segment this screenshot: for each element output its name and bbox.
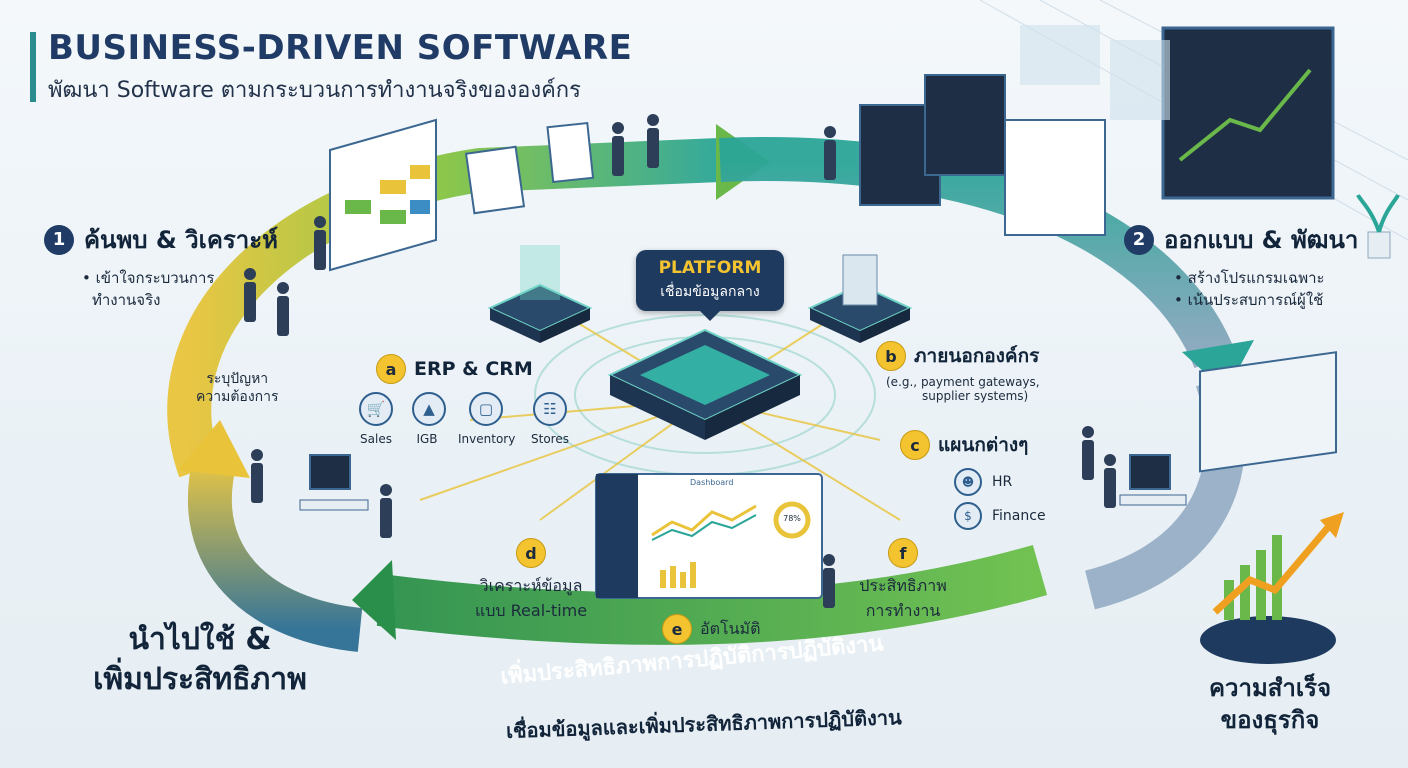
module-departments: c แผนกต่างๆ ☻ HR $ Finance xyxy=(900,430,1046,530)
module-title: แผนกต่างๆ xyxy=(938,434,1029,456)
discover-note: ระบุปัญหา ความต้องการ xyxy=(196,370,279,406)
dept-label: Finance xyxy=(992,508,1046,524)
module-letter: d xyxy=(516,538,546,568)
module-line-2: การทำงาน xyxy=(865,601,941,620)
dept-hr: ☻ HR xyxy=(900,468,1046,496)
erp-item-igb: ▲ IGB xyxy=(412,392,446,446)
module-line-1: ประสิทธิภาพ xyxy=(859,576,947,595)
erp-item-label: Stores xyxy=(531,432,569,446)
module-note: supplier systems) xyxy=(922,389,1029,403)
header: BUSINESS-DRIVEN SOFTWARE พัฒนา Software … xyxy=(30,28,632,107)
step-number: 2 xyxy=(1124,224,1154,255)
store-icon: ☷ xyxy=(533,392,567,426)
title-accent-bar xyxy=(30,32,36,102)
module-note: (e.g., payment gateways, xyxy=(886,375,1040,389)
chart-icon: ▲ xyxy=(412,392,446,426)
dashboard-gauge: 78% xyxy=(783,514,801,523)
erp-item-stores: ☷ Stores xyxy=(530,392,570,446)
dashboard-title: Dashboard xyxy=(690,478,734,487)
deploy-line-1: นำไปใช้ & xyxy=(128,622,272,657)
step-bullet: • สร้างโปรแกรมเฉพาะ xyxy=(1174,269,1325,287)
module-title: อัตโนมัติ xyxy=(700,618,761,638)
step-deploy: นำไปใช้ & เพิ่มประสิทธิภาพ xyxy=(70,620,330,700)
module-erp-crm: a ERP & CRM xyxy=(376,354,533,384)
step-number: 1 xyxy=(44,224,74,255)
erp-item-label: Sales xyxy=(360,432,392,446)
step-bullet: • เน้นประสบการณ์ผู้ใช้ xyxy=(1174,291,1324,309)
step-success: ความสำเร็จ ของธุรกิจ xyxy=(1195,672,1345,736)
module-title: ERP & CRM xyxy=(414,358,533,380)
module-letter: c xyxy=(900,430,930,460)
platform-sublabel: เชื่อมข้อมูลกลาง xyxy=(660,284,760,300)
page-title: BUSINESS-DRIVEN SOFTWARE xyxy=(48,28,633,68)
deploy-line-2: เพิ่มประสิทธิภาพ xyxy=(93,662,307,697)
step-bullet-continued: ทำงานจริง xyxy=(92,291,161,309)
success-line-2: ของธุรกิจ xyxy=(1220,706,1320,734)
platform-label: PLATFORM xyxy=(658,258,762,278)
step-design: 2 ออกแบบ & พัฒนา • สร้างโปรแกรมเฉพาะ • เ… xyxy=(1124,220,1358,311)
module-letter: e xyxy=(662,614,692,644)
central-chip xyxy=(607,328,803,440)
module-external: b ภายนอกองค์กร (e.g., payment gateways, … xyxy=(876,341,1040,403)
module-realtime-analytics: d วิเคราะห์ข้อมูล แบบ Real-time xyxy=(466,538,596,624)
module-title: ภายนอกองค์กร xyxy=(914,345,1040,367)
discover-note-line-1: ระบุปัญหา xyxy=(206,371,269,387)
module-efficiency: f ประสิทธิภาพ การทำงาน xyxy=(848,538,958,624)
cart-icon: 🛒 xyxy=(359,392,393,426)
erp-item-label: Inventory xyxy=(458,432,516,446)
box-icon: ▢ xyxy=(469,392,503,426)
step-discover: 1 ค้นพบ & วิเคราะห์ • เข้าใจกระบวนการ ทำ… xyxy=(44,220,278,311)
module-letter: f xyxy=(888,538,918,568)
finance-icon: $ xyxy=(954,502,982,530)
erp-item-sales: 🛒 Sales xyxy=(356,392,396,446)
erp-item-label: IGB xyxy=(416,432,438,446)
erp-icon-row: 🛒 Sales ▲ IGB ▢ Inventory ☷ Stores xyxy=(356,392,570,446)
erp-item-inventory: ▢ Inventory xyxy=(458,392,516,446)
dept-label: HR xyxy=(992,474,1013,490)
step-title: ค้นพบ & วิเคราะห์ xyxy=(84,226,278,254)
module-letter: a xyxy=(376,354,406,384)
success-line-1: ความสำเร็จ xyxy=(1208,674,1332,702)
module-line-2: แบบ Real-time xyxy=(474,601,588,620)
dept-finance: $ Finance xyxy=(900,502,1046,530)
module-letter: b xyxy=(876,341,906,371)
people-icon: ☻ xyxy=(954,468,982,496)
discover-note-line-2: ความต้องการ xyxy=(196,389,279,405)
page-subtitle: พัฒนา Software ตามกระบวนการทำงานจริงของอ… xyxy=(48,78,581,103)
step-bullet: • เข้าใจกระบวนการ xyxy=(82,269,215,287)
step-title: ออกแบบ & พัฒนา xyxy=(1164,226,1359,254)
module-automation: e อัตโนมัติ xyxy=(662,614,760,644)
platform-callout: PLATFORM เชื่อมข้อมูลกลาง xyxy=(636,250,784,321)
module-line-1: วิเคราะห์ข้อมูล xyxy=(479,576,583,595)
